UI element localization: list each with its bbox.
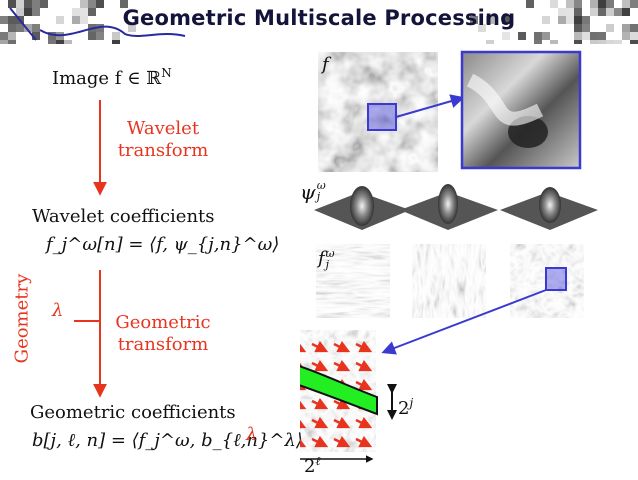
geometric-coefficients-label: Geometric coefficients xyxy=(30,402,236,423)
flow-arrow xyxy=(300,378,307,391)
f-label: f xyxy=(322,54,329,75)
coefficient-image-1 xyxy=(316,244,390,318)
flow-arrow xyxy=(311,359,329,372)
flow-arrow xyxy=(355,435,373,448)
diagram-arrows xyxy=(74,100,107,398)
wavelet-coefficients-label: Wavelet coefficients xyxy=(32,206,215,227)
wavelet-atom-1 xyxy=(314,186,410,230)
flow-arrow xyxy=(333,397,351,410)
flow-arrow xyxy=(333,416,351,429)
zoom-arrow-bottom xyxy=(381,289,547,355)
flow-arrow xyxy=(355,340,373,353)
source-image xyxy=(318,52,438,172)
flow-arrow xyxy=(355,416,373,429)
source-image-highlight xyxy=(367,103,397,131)
flow-arrow xyxy=(355,359,373,372)
wavelet-transform-label: Wavelet transform xyxy=(117,118,209,161)
flow-arrow xyxy=(300,435,307,448)
flow-arrow xyxy=(311,340,329,353)
title-bar-decoration xyxy=(0,0,638,44)
geometric-formula: b[j, ℓ, n] = ⟨f_j^ω, b_{ℓ,n}^λ⟩ xyxy=(32,430,303,451)
flow-arrow xyxy=(311,435,329,448)
geometric-band xyxy=(300,365,378,416)
zoomed-patch xyxy=(460,50,582,170)
flow-arrow xyxy=(355,378,373,391)
coefficient-image-2 xyxy=(412,244,486,318)
geometry-label: Geometry xyxy=(11,273,33,364)
flow-arrow xyxy=(300,397,307,410)
flow-arrow xyxy=(311,416,329,429)
wavelet-formula: f_j^ω[n] = ⟨f, ψ_{j,n}^ω⟩ xyxy=(46,234,280,255)
lambda-label-left: λ xyxy=(52,300,64,321)
zoom-arrow-top xyxy=(395,94,465,118)
slide-title: Geometric Multiscale Processing xyxy=(122,6,516,30)
scale-2l-label: 2ℓ xyxy=(304,454,321,477)
flow-arrow xyxy=(333,435,351,448)
flow-arrow xyxy=(300,416,307,429)
flow-arrow xyxy=(333,340,351,353)
wavelet-atom-3 xyxy=(500,187,598,230)
geometric-transform-label: Geometric transform xyxy=(115,312,211,355)
flow-arrow xyxy=(311,397,329,410)
scale-2j-label: 2j xyxy=(398,396,414,419)
image-label: Image f ∈ ℝN xyxy=(52,66,172,89)
flow-arrow xyxy=(333,359,351,372)
flow-arrow xyxy=(300,340,307,353)
lambda-label-right: λ xyxy=(246,424,258,445)
coefficient-image-highlight xyxy=(545,267,567,291)
wavelet-atom-2 xyxy=(400,184,498,230)
right-graphics xyxy=(300,50,598,463)
